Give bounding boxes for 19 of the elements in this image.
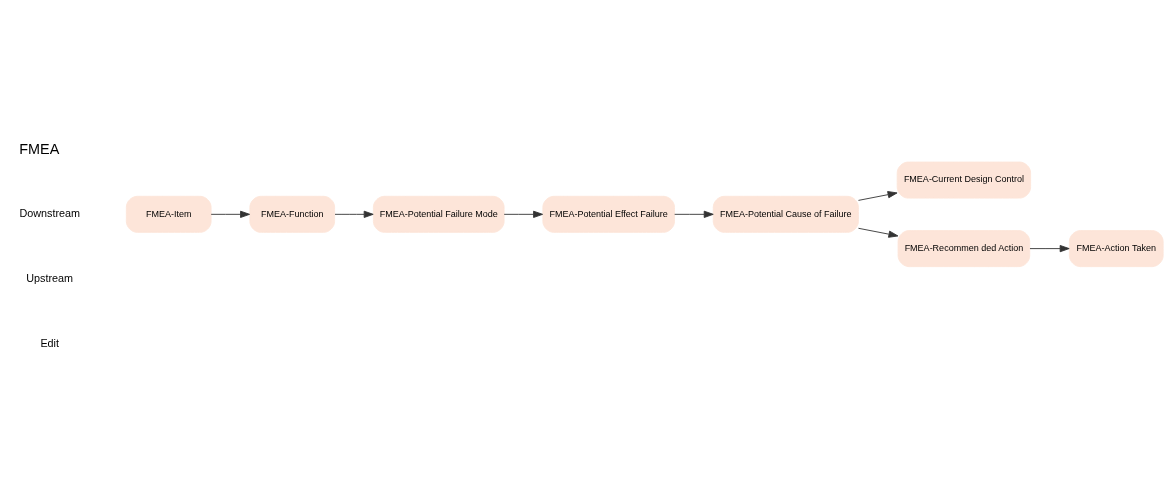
label: Edit	[40, 336, 60, 349]
arrow	[334, 210, 374, 218]
label: Upstream	[26, 271, 74, 284]
arrow	[674, 210, 714, 218]
node-box: FMEA-Potential Effect Failure	[542, 195, 675, 233]
node-box: FMEA-Potential Cause of Failure	[712, 195, 859, 233]
arrow	[858, 227, 899, 238]
node-box: FMEA-Potential Failure Mode	[372, 195, 505, 233]
node-box: FMEA-Action Taken	[1068, 229, 1164, 267]
node-box: FMEA-Item	[125, 195, 212, 233]
label: Downstream	[19, 206, 81, 219]
arrow	[503, 210, 544, 218]
arrow	[1029, 244, 1070, 252]
diagram-title: FMEA	[19, 140, 60, 157]
node-box: FMEA-Recommen ded Action	[897, 229, 1031, 267]
node-box: FMEA-Current Design Control	[896, 161, 1032, 199]
arrow	[858, 190, 898, 201]
node-box: FMEA-Function	[249, 195, 336, 233]
arrow	[210, 210, 250, 218]
